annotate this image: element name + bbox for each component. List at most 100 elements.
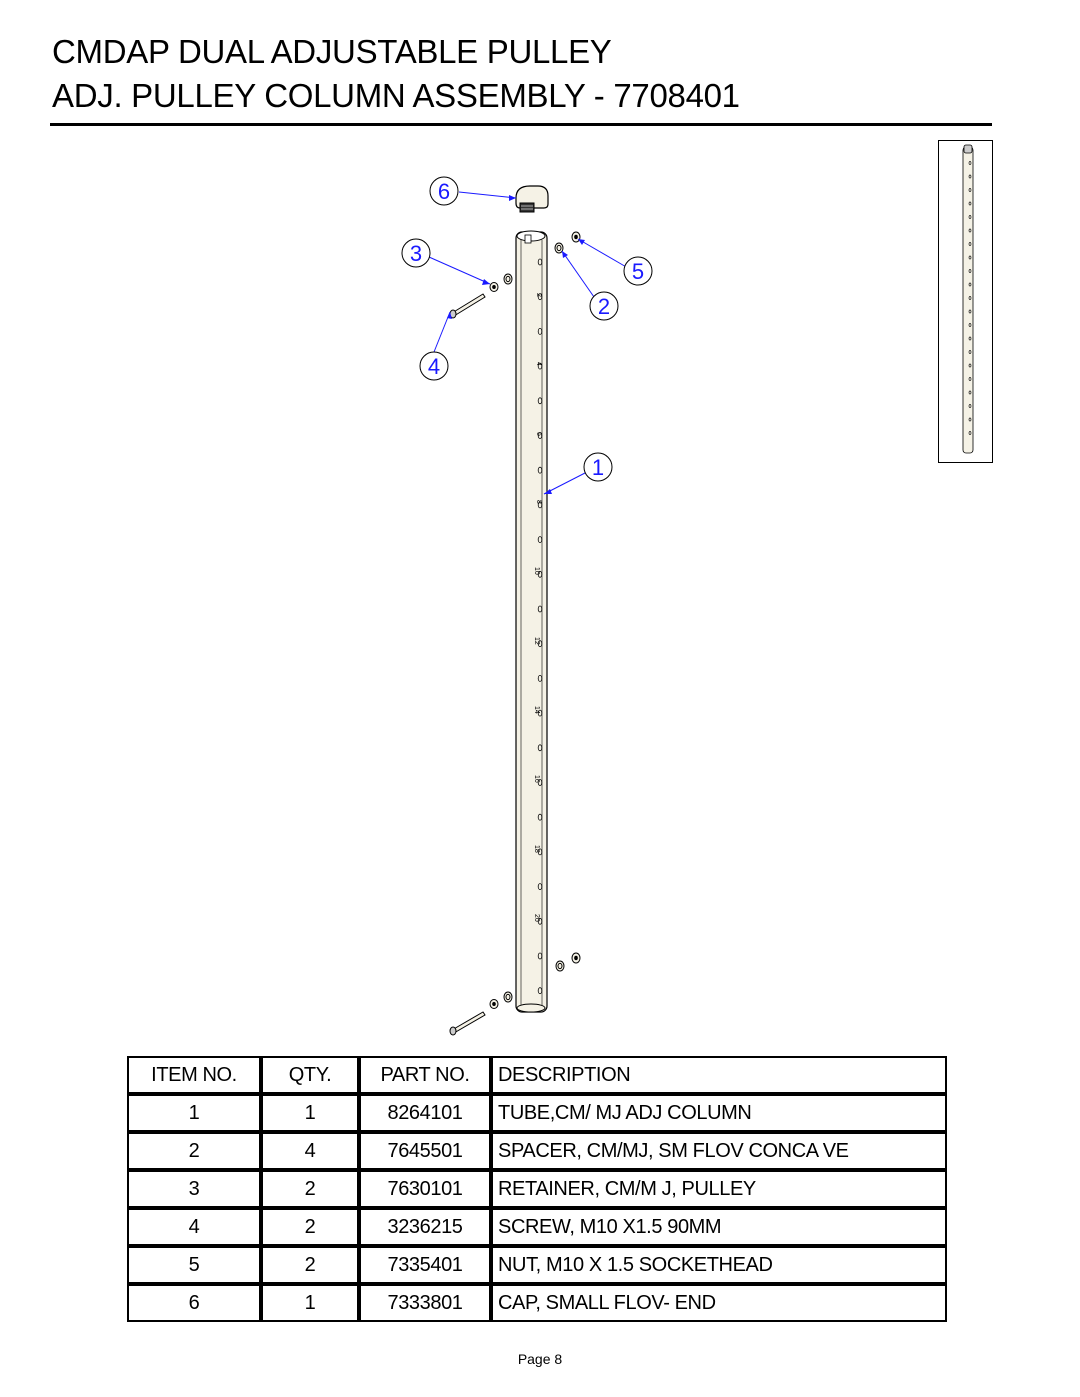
column-hole <box>537 362 543 370</box>
column-hole <box>537 536 543 543</box>
header-description: DESCRIPTION <box>491 1056 947 1094</box>
thumbnail-hole <box>968 161 972 165</box>
parts-list-table: ITEM NO. QTY. PART NO. DESCRIPTION 1 1 8… <box>127 1056 947 1322</box>
header-qty: QTY. <box>261 1056 359 1094</box>
part-no-cell: 7335401 <box>359 1246 491 1284</box>
description-cell: NUT, M10 X 1.5 SOCKETHEAD <box>491 1246 947 1284</box>
qty-cell: 1 <box>261 1284 359 1322</box>
qty-cell: 2 <box>261 1208 359 1246</box>
callout-number: 1 <box>592 455 604 480</box>
thumbnail-hole <box>968 296 972 300</box>
qty-cell: 4 <box>261 1132 359 1170</box>
column-hole <box>537 397 543 405</box>
callout-arrowheads <box>447 195 585 494</box>
column-hole <box>537 501 543 509</box>
thumbnail-hole <box>968 336 972 341</box>
description-cell: TUBE,CM/ MJ ADJ COLUMN <box>491 1094 947 1132</box>
top-hardware <box>449 231 581 319</box>
column-hole <box>537 258 543 266</box>
title-line-1: CMDAP DUAL ADJUSTABLE PULLEY <box>52 33 612 70</box>
thumbnail-hole <box>968 431 972 435</box>
thumbnail-hole <box>968 309 972 314</box>
column-hole <box>537 744 543 752</box>
scale-number: 20 <box>533 914 540 922</box>
part-no-cell: 7333801 <box>359 1284 491 1322</box>
item-no-cell: 1 <box>127 1094 261 1132</box>
thumbnail-hole <box>968 188 972 192</box>
assembled-view-drawing <box>962 144 974 454</box>
callout-2: 2 <box>589 291 619 321</box>
part-no-cell: 7630101 <box>359 1170 491 1208</box>
callout-number: 5 <box>632 259 644 284</box>
title-line-2: ADJ. PULLEY COLUMN ASSEMBLY - 7708401 <box>52 77 740 114</box>
callout-3: 3 <box>401 238 431 268</box>
column-hole <box>537 675 543 682</box>
item-no-cell: 4 <box>127 1208 261 1246</box>
scale-number: 8 <box>535 500 542 504</box>
description-cell: SCREW, M10 X1.5 90MM <box>491 1208 947 1246</box>
qty-cell: 2 <box>261 1246 359 1284</box>
column-holes <box>537 258 543 995</box>
column-tube <box>515 230 548 1013</box>
callout-leaders <box>428 191 629 495</box>
description-cell: RETAINER, CM/M J, PULLEY <box>491 1170 947 1208</box>
column-scale-numbers: 2 4 6 8 10 12 14 16 18 20 <box>533 293 542 922</box>
thumbnail-hole <box>968 269 972 273</box>
column-hole <box>537 327 543 335</box>
column-hole <box>537 779 543 786</box>
callout-number: 6 <box>438 179 450 204</box>
column-hole <box>537 709 543 717</box>
thumbnail-hole <box>968 350 972 354</box>
scale-number: 14 <box>533 706 540 714</box>
table-row: 1 1 8264101 TUBE,CM/ MJ ADJ COLUMN <box>127 1094 947 1132</box>
table-header-row: ITEM NO. QTY. PART NO. DESCRIPTION <box>127 1056 947 1094</box>
column-hole <box>537 432 543 439</box>
column-hole <box>537 293 543 301</box>
exploded-assembly-diagram: 2 4 6 8 10 12 14 16 18 20 <box>401 176 653 1036</box>
scale-number: 12 <box>533 637 540 645</box>
thumbnail-hole <box>968 255 972 260</box>
header-item-no: ITEM NO. <box>127 1056 261 1094</box>
scale-number: 10 <box>533 567 540 575</box>
callout-1: 1 <box>583 452 613 482</box>
table-row: 6 1 7333801 CAP, SMALL FLOV- END <box>127 1284 947 1322</box>
thumbnail-hole <box>968 215 972 219</box>
qty-cell: 2 <box>261 1170 359 1208</box>
table-row: 5 2 7335401 NUT, M10 X 1.5 SOCKETHEAD <box>127 1246 947 1284</box>
callout-6: 6 <box>429 176 459 206</box>
qty-cell: 1 <box>261 1094 359 1132</box>
callout-number: 3 <box>410 241 422 266</box>
thumbnail-hole <box>968 363 972 368</box>
column-hole <box>537 466 543 474</box>
title-rule <box>50 123 992 126</box>
thumbnail-hole <box>968 282 972 287</box>
column-hole <box>537 640 543 648</box>
description-cell: SPACER, CM/MJ, SM FLOV CONCA VE <box>491 1132 947 1170</box>
column-hole <box>537 848 543 856</box>
item-no-cell: 3 <box>127 1170 261 1208</box>
callout-4: 4 <box>419 351 449 381</box>
thumbnail-hole <box>968 201 972 206</box>
thumbnail-hole <box>968 323 972 327</box>
page-title: CMDAP DUAL ADJUSTABLE PULLEY ADJ. PULLEY… <box>52 30 740 118</box>
part-no-cell: 8264101 <box>359 1094 491 1132</box>
callout-number: 2 <box>598 294 610 319</box>
thumbnail-hole <box>968 404 972 408</box>
scale-number: 2 <box>535 293 542 297</box>
column-hole <box>537 883 543 890</box>
thumbnail-hole <box>968 377 972 381</box>
scale-number: 16 <box>533 775 540 783</box>
callout-5: 5 <box>623 256 653 286</box>
table-row: 4 2 3236215 SCREW, M10 X1.5 90MM <box>127 1208 947 1246</box>
thumbnail-hole <box>968 390 972 395</box>
item-no-cell: 5 <box>127 1246 261 1284</box>
item-no-cell: 6 <box>127 1284 261 1322</box>
thumbnail-hole <box>968 417 972 422</box>
column-hole <box>537 813 543 821</box>
column-hole <box>537 605 543 613</box>
column-hole <box>537 570 543 578</box>
thumbnail-hole <box>968 174 972 179</box>
callout-number: 4 <box>428 354 440 379</box>
thumbnail-hole <box>968 228 972 233</box>
cap-part <box>515 185 549 213</box>
